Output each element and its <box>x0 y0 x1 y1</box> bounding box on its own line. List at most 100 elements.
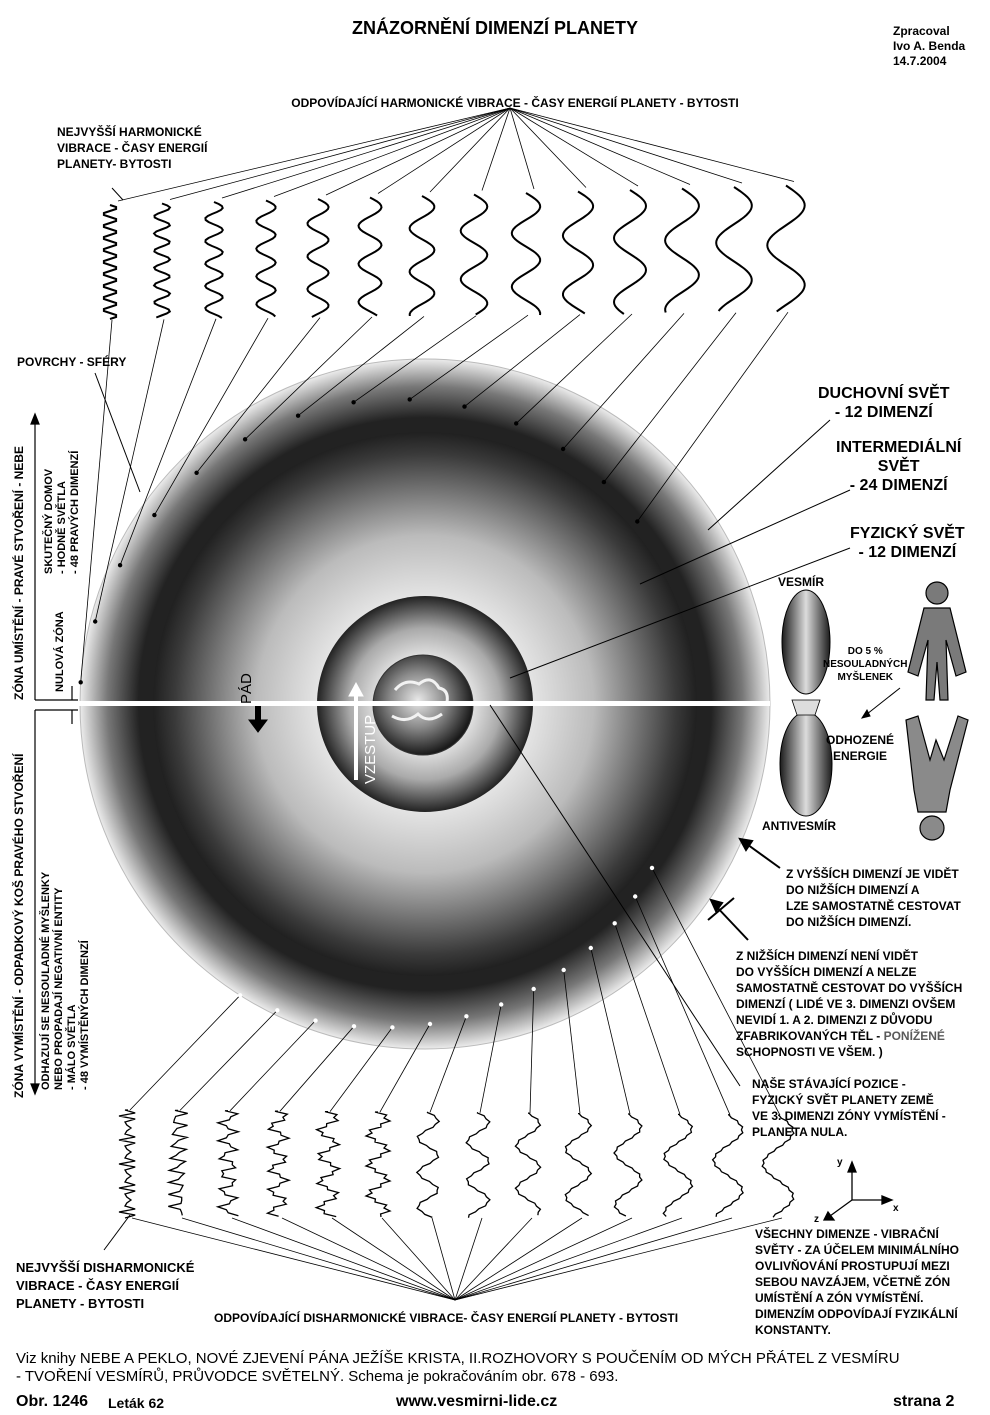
disharmonic-connector <box>179 1010 278 1111</box>
disharmonic-fan-line <box>231 1217 456 1301</box>
disharmonic-connector <box>429 1016 467 1113</box>
harmonic-fan-line <box>481 107 511 191</box>
zero-zone-label: NULOVÁ ZÓNA <box>54 611 66 692</box>
discarded-energy-label: ODHOZENÉ ENERGIE <box>826 733 895 763</box>
author-info: Zpracoval Ivo A. Benda 14.7.2004 <box>893 24 966 68</box>
surface-dot <box>588 945 593 951</box>
disharmonic-fan <box>131 1217 783 1301</box>
harmonic-fan-line <box>117 107 511 202</box>
harmonic-fan-line <box>509 107 691 185</box>
harmonic-connector <box>196 317 321 474</box>
harmonic-wave <box>766 184 806 313</box>
disharmonic-fan-line <box>454 1217 683 1301</box>
harmonic-fan-line <box>429 107 511 193</box>
no-see-arrow <box>707 897 749 941</box>
axis-y-label: y <box>837 1157 843 1168</box>
universe-lobes <box>779 589 833 817</box>
page-number: strana 2 <box>893 1393 955 1410</box>
harmonic-wave <box>408 195 436 317</box>
disharmonic-fan-line <box>331 1217 456 1301</box>
surface-dot <box>242 437 248 442</box>
disharmonic-connector <box>229 1020 316 1112</box>
figure-number: Obr. 1246 <box>16 1393 89 1410</box>
leaflet-number: Leták 62 <box>108 1395 165 1411</box>
disharmonic-connector <box>529 988 535 1114</box>
pointer-lines <box>94 187 851 1251</box>
surface-dot <box>152 512 157 518</box>
disharmonic-wave <box>166 1109 190 1216</box>
lower-dims-note: Z NIŽŠÍCH DIMENZÍ NENÍ VIDĚT DO VYŠŠÍCH … <box>736 948 986 1060</box>
higher-dims-note: Z VYŠŠÍCH DIMENZÍ JE VIDĚT DO NIŽŠÍCH DI… <box>786 867 961 929</box>
disharmonic-wave <box>761 1114 795 1218</box>
human-figure <box>907 581 967 701</box>
disharmonic-connector <box>279 1026 355 1112</box>
harmonic-wave <box>510 192 542 316</box>
harmonic-connectors <box>78 311 789 685</box>
footer-line-2: - TVOŘENÍ VESMÍRŮ, PRŮVODCE SVĚTELNÝ. Sc… <box>16 1368 619 1385</box>
harmonic-connector <box>562 313 685 450</box>
axis-z-label: z <box>814 1214 819 1225</box>
disharmonic-fan-line <box>431 1217 456 1301</box>
harmonic-fan <box>117 107 795 202</box>
harmonic-fan-line <box>509 107 535 190</box>
disharmonic-fan-line <box>454 1217 483 1301</box>
disharmonic-wave <box>662 1113 694 1217</box>
surface-dot <box>464 1014 469 1019</box>
disharmonic-wave <box>118 1109 136 1219</box>
website-link[interactable]: www.vesmirni-lide.cz <box>396 1393 558 1410</box>
surface-dot <box>514 421 519 426</box>
harmonic-connector <box>603 312 737 483</box>
disharmonic-connector <box>590 947 631 1115</box>
see-arrow <box>738 837 781 869</box>
surface-dot <box>633 894 638 899</box>
disharmonic-wave <box>265 1110 292 1217</box>
zone-separator <box>78 701 770 706</box>
page-title: ZNÁZORNĚNÍ DIMENZÍ PLANETY <box>352 18 638 38</box>
harmonic-wave <box>612 189 648 315</box>
surface-dot <box>499 1002 504 1007</box>
surface-dot <box>390 1025 395 1030</box>
harmonic-wave <box>715 186 753 312</box>
surface-dot <box>462 404 467 409</box>
disharmonic-fan-line <box>454 1217 783 1301</box>
harmonic-fan-line <box>509 107 743 184</box>
disharmonic-wave <box>215 1110 241 1217</box>
true-home-label: SKUTEČNÝ DOMOV - HODNĚ SVĚTLA - 48 PRAVÝ… <box>43 450 81 574</box>
harmonic-fan-line <box>169 107 511 200</box>
harmonic-wave <box>357 196 383 317</box>
harmonic-fan-line <box>273 107 511 197</box>
disharmonic-wave <box>711 1114 744 1217</box>
disharmonic-fan-line <box>454 1217 583 1301</box>
harmonic-connector <box>297 316 425 417</box>
axis-x-label: x <box>893 1203 899 1214</box>
harmonic-connector <box>80 319 113 683</box>
harmonic-fan-line <box>509 107 587 188</box>
surface-dot <box>117 563 123 568</box>
discard-arrow <box>860 687 901 719</box>
disharmonic-wave <box>415 1111 441 1219</box>
disharmonic-connector <box>563 969 581 1114</box>
harmonic-wave <box>306 198 330 318</box>
disharmonic-connector <box>129 995 241 1111</box>
harmonic-wave <box>459 193 489 316</box>
disharmonic-waves <box>118 1109 795 1219</box>
harmonic-wave <box>664 187 700 313</box>
disharmonic-fan-line <box>131 1217 456 1301</box>
harmonic-connector <box>409 314 529 400</box>
ascent-arrow <box>348 681 364 780</box>
harmonic-wave <box>255 199 277 318</box>
physical-world-label: FYZICKÝ SVĚT - 12 DIMENZÍ <box>850 525 965 561</box>
disharmonic-connector <box>379 1023 431 1113</box>
disharmonic-wave <box>364 1111 392 1218</box>
disharmonic-wave <box>465 1112 491 1218</box>
lower-dims-text: Z NIŽŠÍCH DIMENZÍ NENÍ VIDĚT DO VYŠŠÍCH … <box>736 949 963 1043</box>
disharmonic-fan-line <box>454 1217 533 1301</box>
surface-dot <box>427 1021 433 1027</box>
footer-references: Viz knihy NEBE A PEKLO, NOVÉ ZJEVENÍ PÁN… <box>16 1350 986 1386</box>
disharmonic-wave <box>514 1112 542 1216</box>
surface-dot <box>601 479 607 485</box>
dissonant-thoughts-label: DO 5 % NESOULADNÝCH MYŠLENEK <box>823 646 908 683</box>
disharmonic-connector <box>634 896 731 1115</box>
harmonic-wave <box>102 204 118 320</box>
